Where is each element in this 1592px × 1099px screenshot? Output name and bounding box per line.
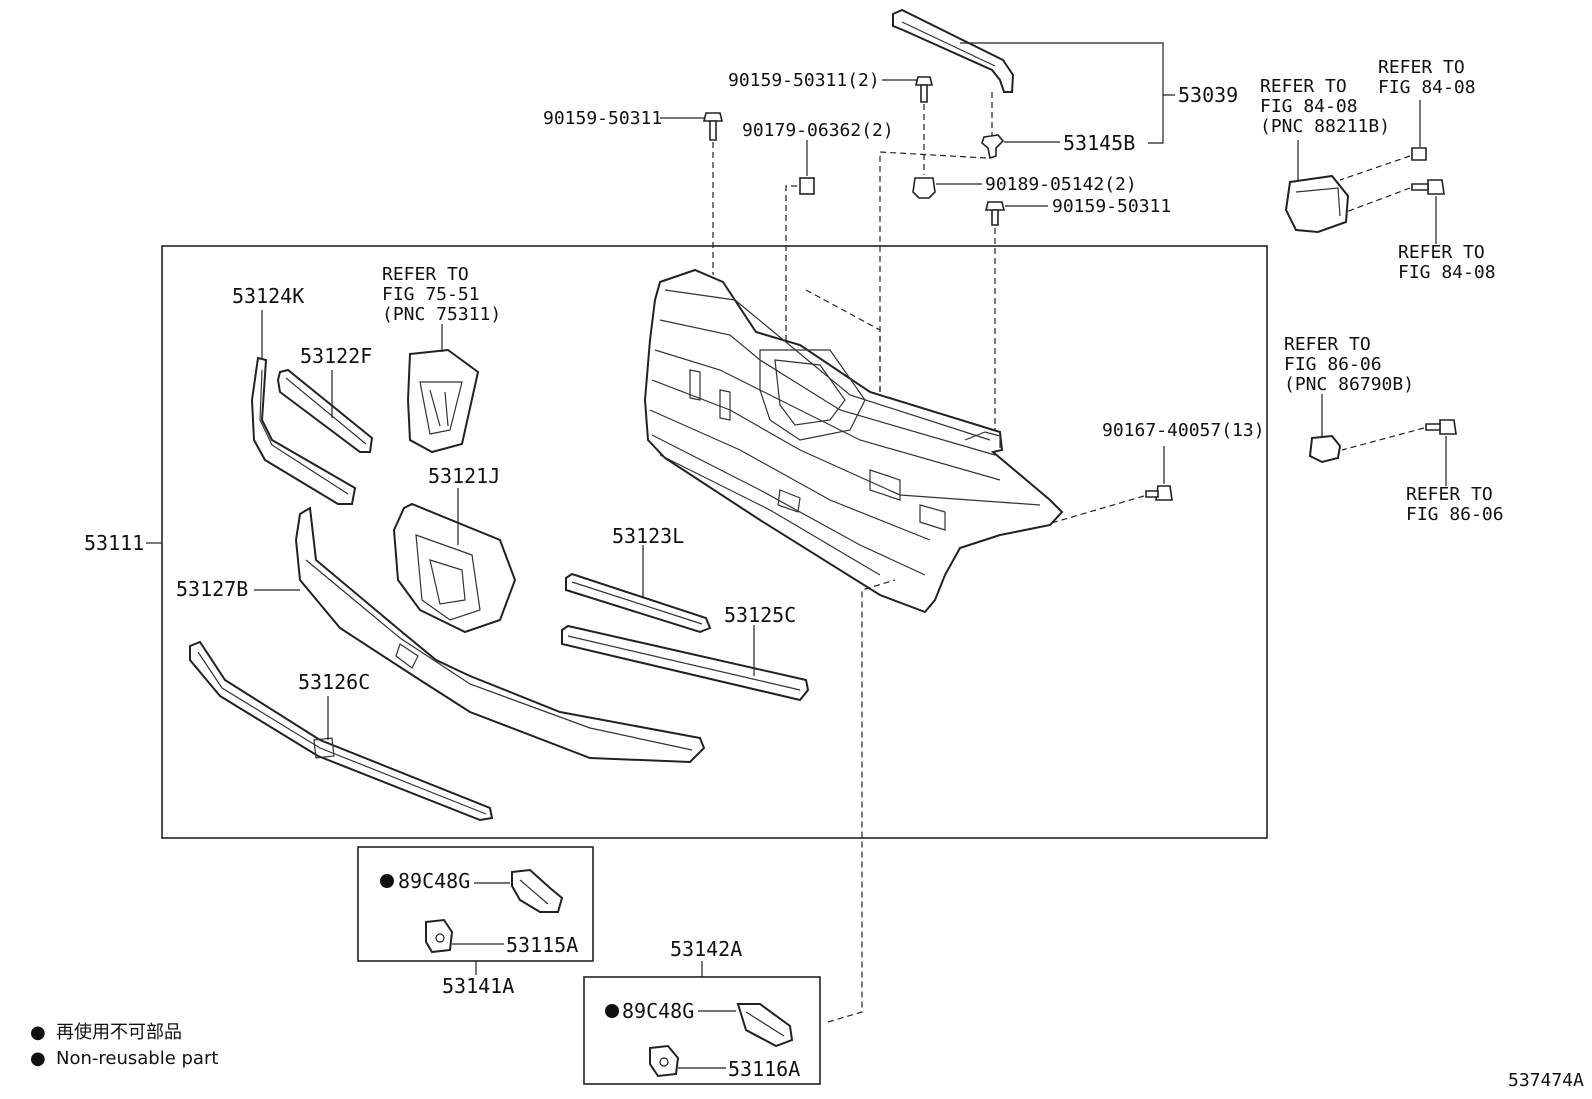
ref-86-06-pnc-line3: (PNC 86790B)	[1284, 374, 1414, 395]
dash-53145b	[879, 92, 993, 395]
part-label-90189-05142: 90189-05142(2)	[985, 174, 1137, 195]
ref-84-08-bot-line1: REFER TO	[1398, 242, 1485, 263]
emblem-part	[406, 348, 480, 454]
legend-bullet-2: ●	[30, 1048, 46, 1069]
dash-grille-upper	[805, 289, 881, 395]
molding-53126c-part	[189, 640, 494, 822]
part-label-53122f: 53122F	[300, 344, 372, 368]
kit-53142a-box	[583, 976, 821, 1085]
dash-sensor-top	[1339, 155, 1411, 181]
retainer-53116a-part	[649, 1044, 680, 1078]
dash-90179-06362	[785, 185, 797, 382]
non-reusable-mark-2	[605, 1004, 619, 1018]
molding-53123l-part	[565, 572, 712, 634]
part-label-90159-50311-right: 90159-50311	[1052, 196, 1171, 217]
bolt-90159-50311-left-part	[702, 112, 724, 141]
retainer-53115a-part	[425, 918, 454, 954]
molding-53125c-part	[561, 624, 810, 702]
part-label-90159-50311-2: 90159-50311(2)	[728, 70, 880, 91]
ref-75-51-line3: (PNC 75311)	[382, 304, 501, 325]
nut-90179-06362-part	[799, 177, 815, 195]
legend-line-japanese: 再使用不可部品	[56, 1022, 182, 1043]
part-label-53121j: 53121J	[428, 464, 500, 488]
part-label-53126c: 53126C	[298, 670, 370, 694]
ref-84-08-pnc-line1: REFER TO	[1260, 76, 1347, 97]
part-label-53116a: 53116A	[728, 1057, 800, 1081]
sensor-bracket-84-08-part	[1284, 174, 1350, 234]
part-label-53142a: 53142A	[670, 937, 742, 961]
part-label-90159-50311-left: 90159-50311	[543, 108, 662, 129]
ref-86-06-pnc-line1: REFER TO	[1284, 334, 1371, 355]
garnish-53127b-part	[294, 506, 706, 764]
clip-53145b-part	[981, 134, 1005, 160]
part-label-90167-40057: 90167-40057(13)	[1102, 420, 1265, 441]
ref-84-08-top-line1: REFER TO	[1378, 57, 1465, 78]
clip-90189-05142-part	[912, 177, 936, 199]
dash-sensor-bottom	[1345, 187, 1411, 213]
part-label-53111: 53111	[84, 531, 144, 555]
legend-bullet-1: ●	[30, 1022, 46, 1043]
part-label-53127b: 53127B	[176, 577, 248, 601]
ref-84-08-pnc-line3: (PNC 88211B)	[1260, 116, 1390, 137]
part-label-53039: 53039	[1178, 83, 1238, 107]
sensor-86-06-bolt-part	[1425, 419, 1457, 435]
radiator-grille-part	[643, 268, 1064, 614]
ref-86-06-bot-line1: REFER TO	[1406, 484, 1493, 505]
dash-sensor-86-06	[1341, 427, 1425, 451]
sensor-86-06-part	[1308, 434, 1342, 464]
part-label-53141a: 53141A	[442, 974, 514, 998]
molding-53122f-part	[276, 368, 374, 453]
bolt-90159-50311-right-part	[984, 201, 1006, 226]
ref-75-51-line2: FIG 75-51	[382, 284, 480, 305]
part-label-53123l: 53123L	[612, 524, 684, 548]
leader-53039	[960, 42, 1175, 144]
part-label-53145b: 53145B	[1063, 131, 1135, 155]
diagram-id: 537474A	[1508, 1070, 1584, 1091]
dash-53142a-to-grille	[827, 579, 896, 1023]
grille-assembly-frame	[161, 245, 1268, 839]
ref-75-51-line1: REFER TO	[382, 264, 469, 285]
non-reusable-mark-1	[380, 874, 394, 888]
legend-line-english: Non-reusable part	[56, 1048, 218, 1069]
molding-53124k-part	[250, 356, 357, 505]
sensor-bolt-bottom-part	[1411, 179, 1445, 195]
ref-84-08-top-line2: FIG 84-08	[1378, 77, 1476, 98]
part-label-53125c: 53125C	[724, 603, 796, 627]
sensor-bolt-top-part	[1411, 147, 1427, 161]
clip-89c48g-1-part	[511, 868, 564, 913]
part-label-53124k: 53124K	[232, 284, 304, 308]
dash-90167-40057	[1047, 495, 1145, 525]
bracket-53121j-part	[392, 502, 517, 634]
part-label-53115a: 53115A	[506, 933, 578, 957]
part-label-89c48g-1: 89C48G	[398, 869, 470, 893]
ref-84-08-bot-line2: FIG 84-08	[1398, 262, 1496, 283]
part-label-90179-06362: 90179-06362(2)	[742, 120, 894, 141]
bolt-90159-50311-x2-part	[914, 76, 934, 103]
ref-86-06-bot-line2: FIG 86-06	[1406, 504, 1504, 525]
screw-90167-40057-part	[1145, 485, 1173, 501]
ref-86-06-pnc-line2: FIG 86-06	[1284, 354, 1382, 375]
ref-84-08-pnc-line2: FIG 84-08	[1260, 96, 1358, 117]
part-label-89c48g-2: 89C48G	[622, 999, 694, 1023]
clip-89c48g-2-part	[736, 1003, 794, 1048]
